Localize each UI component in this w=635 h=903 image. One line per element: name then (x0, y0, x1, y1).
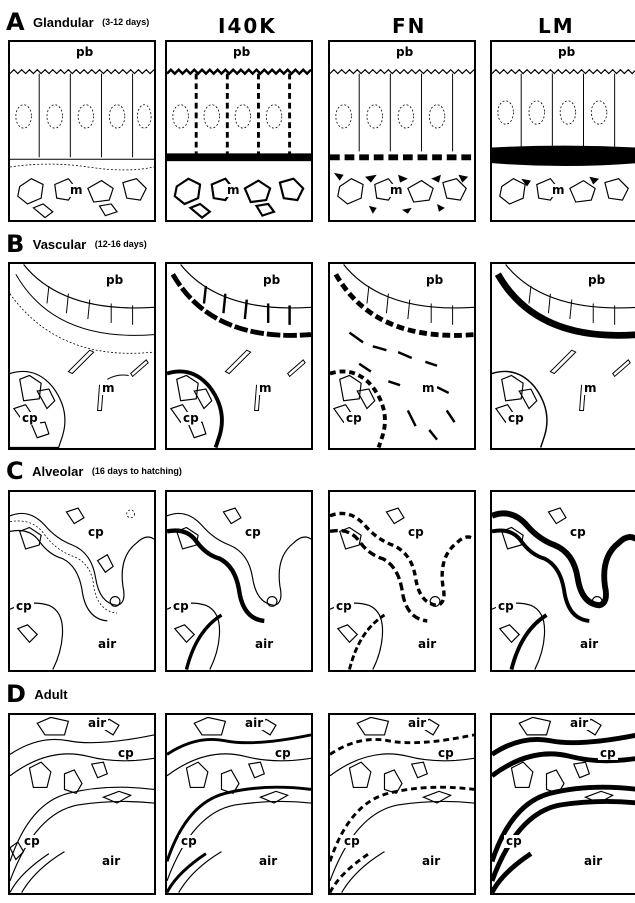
label-air: air (406, 717, 428, 730)
label-cp: cp (171, 600, 191, 613)
panel-c-control: cp cp air (8, 490, 156, 672)
section-title: Alveolar (32, 464, 83, 479)
section-letter: B (6, 230, 24, 258)
label-m: m (100, 382, 117, 395)
label-air: air (582, 855, 604, 868)
alveolar-drawing (10, 492, 154, 670)
panel-b-i40k: pb m cp (165, 262, 313, 450)
section-title: Adult (34, 687, 67, 702)
section-subtitle: (12-16 days) (95, 239, 147, 249)
label-cp: cp (344, 412, 364, 425)
label-m: m (420, 382, 437, 395)
label-cp: cp (116, 747, 136, 760)
label-pb: pb (261, 274, 282, 287)
panel-a-lm: pb m (490, 40, 635, 222)
panel-d-fn: air cp cp air (328, 713, 476, 895)
label-air: air (416, 638, 438, 651)
adult-lung-drawing (330, 715, 474, 893)
label-m: m (225, 184, 242, 197)
label-cp: cp (506, 412, 526, 425)
section-label-c: C Alveolar (16 days to hatching) (6, 457, 182, 485)
label-m: m (257, 382, 274, 395)
label-cp: cp (568, 526, 588, 539)
panel-d-control: air cp cp air (8, 713, 156, 895)
label-air: air (96, 638, 118, 651)
label-m: m (550, 184, 567, 197)
label-air: air (243, 717, 265, 730)
label-m: m (388, 184, 405, 197)
section-title: Vascular (33, 237, 87, 252)
panel-a-control: pb m (8, 40, 156, 222)
label-m: m (582, 382, 599, 395)
section-subtitle: (3-12 days) (102, 17, 149, 27)
section-label-a: A Glandular (3-12 days) (6, 8, 149, 36)
label-air: air (578, 638, 600, 651)
adult-lung-drawing (492, 715, 635, 893)
section-letter: A (6, 8, 25, 36)
label-cp: cp (20, 412, 40, 425)
label-cp: cp (179, 835, 199, 848)
label-cp: cp (22, 835, 42, 848)
alveolar-drawing (167, 492, 311, 670)
column-header-lm: LM (538, 14, 575, 38)
panel-c-i40k: cp cp air (165, 490, 313, 672)
label-pb: pb (394, 46, 415, 59)
adult-lung-drawing (10, 715, 154, 893)
panel-b-fn: pb m cp (328, 262, 476, 450)
label-cp: cp (243, 526, 263, 539)
section-label-b: B Vascular (12-16 days) (6, 230, 147, 258)
label-cp: cp (334, 600, 354, 613)
label-pb: pb (231, 46, 252, 59)
label-cp: cp (14, 600, 34, 613)
label-pb: pb (424, 274, 445, 287)
label-cp: cp (598, 747, 618, 760)
section-letter: D (6, 680, 26, 708)
label-cp: cp (273, 747, 293, 760)
label-pb: pb (586, 274, 607, 287)
panel-b-lm: pb m cp (490, 262, 635, 450)
label-cp: cp (406, 526, 426, 539)
label-air: air (86, 717, 108, 730)
label-cp: cp (496, 600, 516, 613)
label-cp: cp (181, 412, 201, 425)
label-air: air (257, 855, 279, 868)
label-pb: pb (556, 46, 577, 59)
panel-d-lm: air cp cp air (490, 713, 635, 895)
column-header-fn: FN (392, 14, 426, 38)
panel-a-i40k: pb m (165, 40, 313, 222)
alveolar-drawing (330, 492, 474, 670)
label-cp: cp (436, 747, 456, 760)
label-pb: pb (74, 46, 95, 59)
section-subtitle: (16 days to hatching) (92, 466, 182, 476)
panel-c-fn: cp cp air (328, 490, 476, 672)
label-air: air (253, 638, 275, 651)
label-cp: cp (342, 835, 362, 848)
panel-c-lm: cp cp air (490, 490, 635, 672)
section-title: Glandular (33, 15, 94, 30)
panel-d-i40k: air cp cp air (165, 713, 313, 895)
column-header-i40k: I40K (218, 14, 277, 38)
label-cp: cp (86, 526, 106, 539)
panel-b-control: pb m cp (8, 262, 156, 450)
label-cp: cp (504, 835, 524, 848)
label-air: air (420, 855, 442, 868)
adult-lung-drawing (167, 715, 311, 893)
alveolar-drawing (492, 492, 635, 670)
panel-a-fn: pb m (328, 40, 476, 222)
label-air: air (568, 717, 590, 730)
label-air: air (100, 855, 122, 868)
section-label-d: D Adult (6, 680, 72, 708)
label-pb: pb (104, 274, 125, 287)
label-m: m (68, 184, 85, 197)
section-letter: C (6, 457, 24, 485)
